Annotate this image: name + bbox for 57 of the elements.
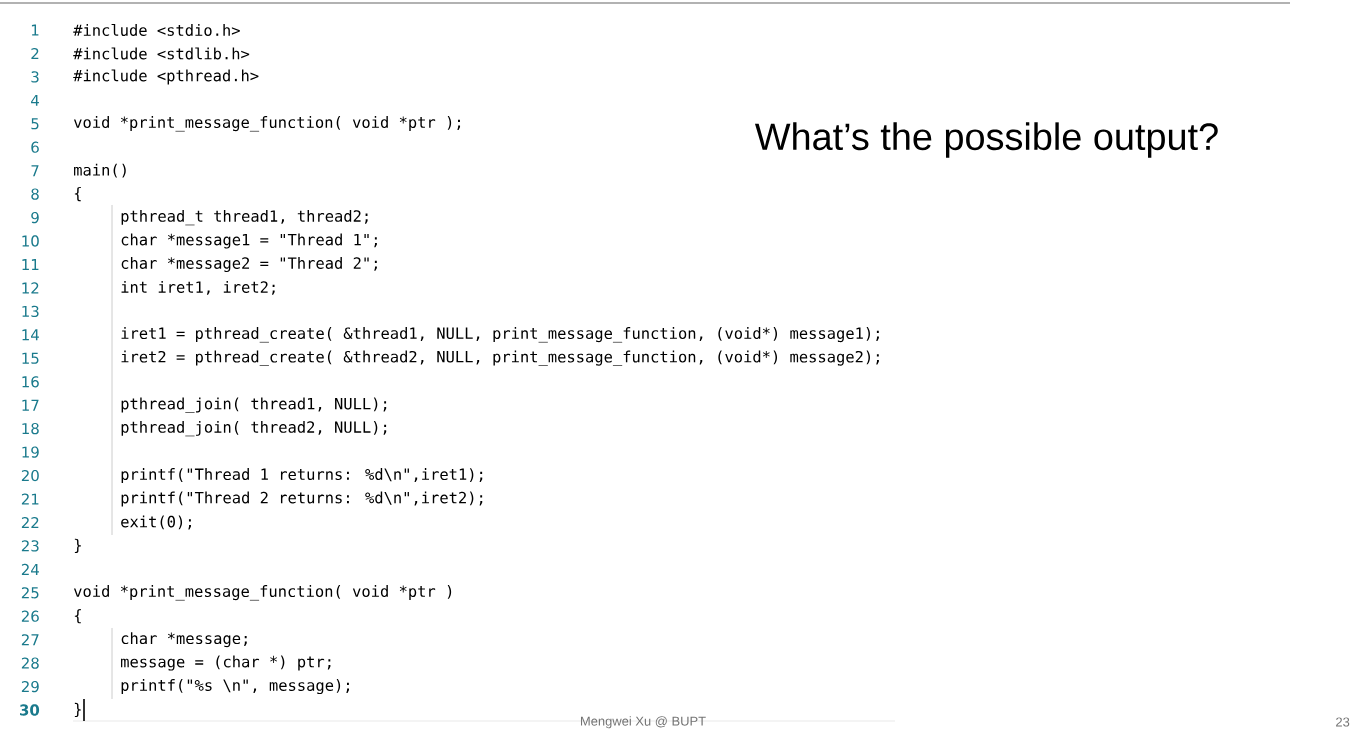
code-line: void *print_message_function( void *ptr );	[73, 116, 461, 132]
line-number: 8	[31, 188, 39, 200]
line-number: 23	[21, 540, 39, 552]
line-number: 3	[31, 71, 39, 83]
line-number: 7	[31, 165, 39, 177]
line-number: 13	[22, 305, 39, 318]
line-number: 4	[31, 94, 39, 106]
line-number: 28	[21, 657, 39, 669]
line-number: 20	[21, 469, 39, 482]
code-line: #include <stdio.h>	[73, 23, 240, 36]
code-line: int iret1, iret2;	[121, 280, 275, 295]
line-number: 10	[22, 235, 39, 247]
code-line: iret1 = pthread_create( &thread1, NULL, print_message_function, (void*) message1);	[121, 327, 879, 343]
page-number: 23	[1336, 717, 1350, 727]
code-line: printf("Thread 2 returns: %d\n",iret2);	[121, 491, 483, 507]
code-line: main()	[74, 163, 126, 178]
line-number: 19	[22, 446, 39, 458]
line-number: 2	[31, 47, 39, 60]
code-line: exit(0);	[121, 515, 191, 530]
code-line: pthread_join( thread1, NULL);	[121, 397, 387, 413]
code-line: printf("%s \n", message);	[121, 679, 349, 695]
line-number: 6	[31, 141, 39, 153]
code-line: #include <stdlib.h>	[73, 47, 250, 60]
code-line: void *print_message_function( void *ptr )	[73, 585, 452, 601]
code-line: printf("Thread 1 returns: %d\n",iret1);	[121, 468, 483, 484]
line-number: 14	[22, 329, 39, 341]
line-number: 26	[21, 610, 39, 622]
code-line: pthread_t thread1, thread2;	[121, 209, 368, 226]
line-number: 16	[22, 376, 39, 388]
line-number: 17	[22, 399, 39, 411]
line-number: 21	[21, 493, 39, 505]
line-number: 12	[22, 282, 39, 294]
code-line: }	[74, 538, 81, 553]
line-number: 24	[21, 563, 39, 575]
line-number: 1	[31, 24, 39, 36]
slide-title: What’s the possible output?	[755, 122, 1218, 158]
line-number: 18	[22, 422, 39, 435]
line-number: 30	[20, 704, 40, 716]
line-number: 15	[22, 352, 39, 364]
code-line: }	[74, 702, 81, 718]
code-line: {	[74, 186, 81, 202]
code-line: iret2 = pthread_create( &thread2, NULL, print_message_function, (void*) message2);	[121, 350, 879, 366]
line-number: 9	[31, 211, 39, 224]
code-line: char *message1 = "Thread 1";	[121, 233, 377, 249]
code-line: {	[74, 609, 81, 624]
code-line: char *message;	[121, 632, 247, 648]
code-line: #include <pthread.h>	[73, 69, 259, 85]
line-number: 11	[22, 259, 39, 270]
code-line: char *message2 = "Thread 2";	[121, 256, 377, 272]
code-line: message = (char *) ptr;	[121, 655, 331, 671]
line-number: 22	[21, 516, 39, 529]
code-line: pthread_join( thread2, NULL);	[121, 420, 387, 437]
line-number: 27	[21, 634, 39, 646]
line-number: 29	[21, 680, 39, 693]
line-number: 25	[21, 587, 39, 599]
footer-text: Mengwei Xu @ BUPT	[581, 716, 706, 729]
line-number: 5	[31, 118, 39, 130]
